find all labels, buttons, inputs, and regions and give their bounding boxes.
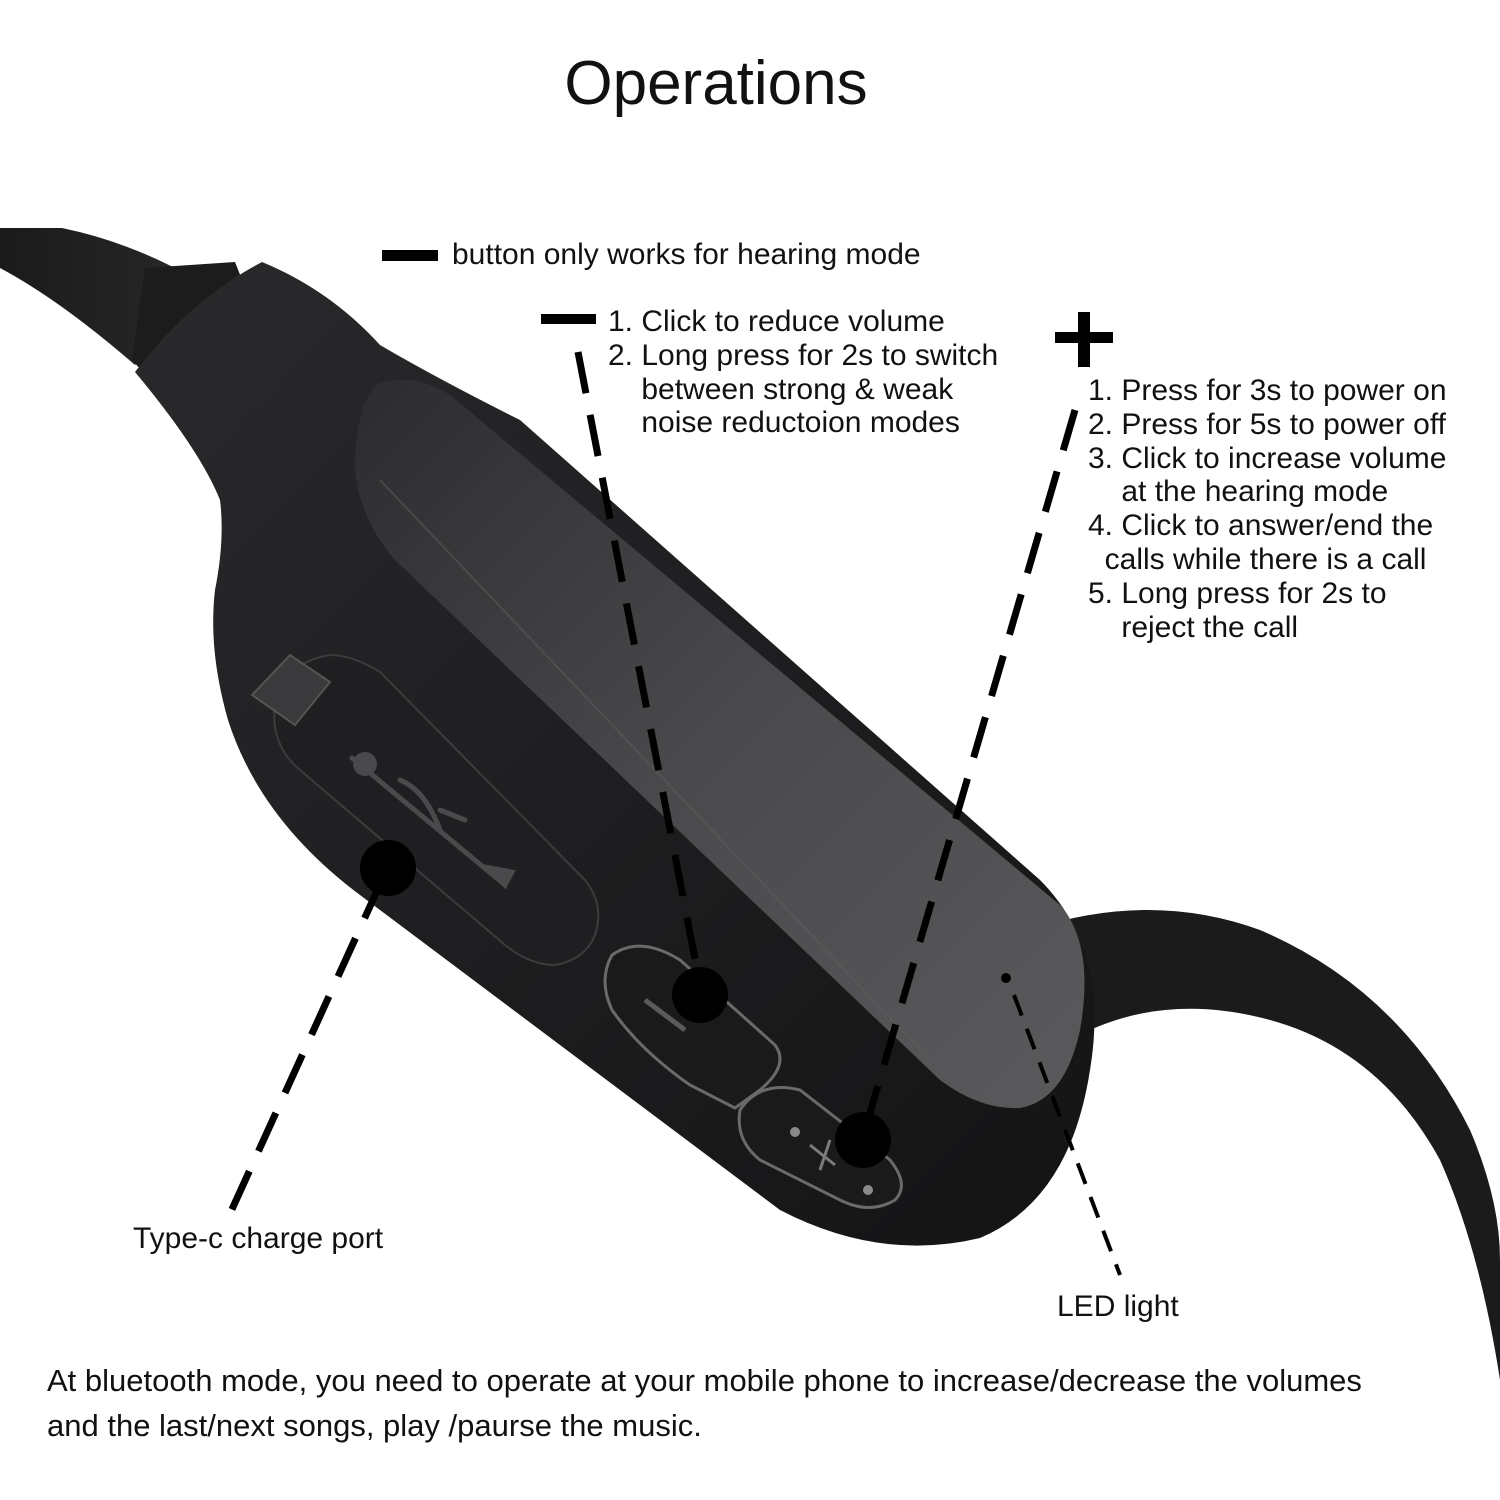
neckband-right <box>1030 910 1500 1380</box>
footer-line: At bluetooth mode, you need to operate a… <box>47 1363 1362 1398</box>
charge-port-label: Type-c charge port <box>133 1222 384 1255</box>
minus-button-instructions: 1. Click to reduce volume 2. Long press … <box>608 305 998 440</box>
led-light-label: LED light <box>1057 1290 1179 1323</box>
typec-cover <box>273 653 600 967</box>
minus-instruction: noise reductoion modes <box>608 406 960 440</box>
plus-instruction: at the hearing mode <box>1088 475 1389 509</box>
charge-port-marker <box>360 840 416 896</box>
plus-instruction: reject the call <box>1088 610 1299 644</box>
plus-instruction: calls while there is a call <box>1088 542 1427 576</box>
plus-symbol-icon <box>1055 312 1113 367</box>
usb-icon <box>349 752 516 890</box>
plus-instruction: 5. Long press for 2s to <box>1088 576 1387 610</box>
plus-instruction: 2. Press for 5s to power off <box>1088 407 1446 441</box>
minus-symbol-icon <box>541 314 596 324</box>
plus-button-marker <box>835 1112 891 1168</box>
plus-button-instructions: 1. Press for 3s to power on 2. Press for… <box>1088 374 1447 644</box>
typec-tab <box>250 653 332 727</box>
leader-charge <box>224 878 386 1220</box>
minus-note-dash-icon <box>382 250 438 261</box>
plus-instruction: 1. Press for 3s to power on <box>1088 374 1447 407</box>
minus-button-marker <box>672 967 728 1023</box>
minus-instruction: 2. Long press for 2s to switch <box>608 338 999 372</box>
minus-note: button only works for hearing mode <box>452 238 921 271</box>
minus-button <box>603 944 782 1110</box>
leader-led <box>1012 994 1122 1276</box>
footer-line: and the last/next songs, play /paurse th… <box>47 1408 702 1443</box>
neckband-left <box>0 228 230 365</box>
plus-instruction: 4. Click to answer/end the <box>1088 509 1434 543</box>
plus-button <box>737 1086 903 1209</box>
led-dot <box>1001 973 1011 983</box>
minus-instruction: 1. Click to reduce volume <box>608 305 945 338</box>
leader-minus <box>574 351 704 986</box>
button-panel <box>355 379 1085 1109</box>
plus-instruction: 3. Click to increase volume <box>1088 441 1447 475</box>
minus-instruction: between strong & weak <box>608 372 954 406</box>
page-title: Operations <box>564 49 868 118</box>
